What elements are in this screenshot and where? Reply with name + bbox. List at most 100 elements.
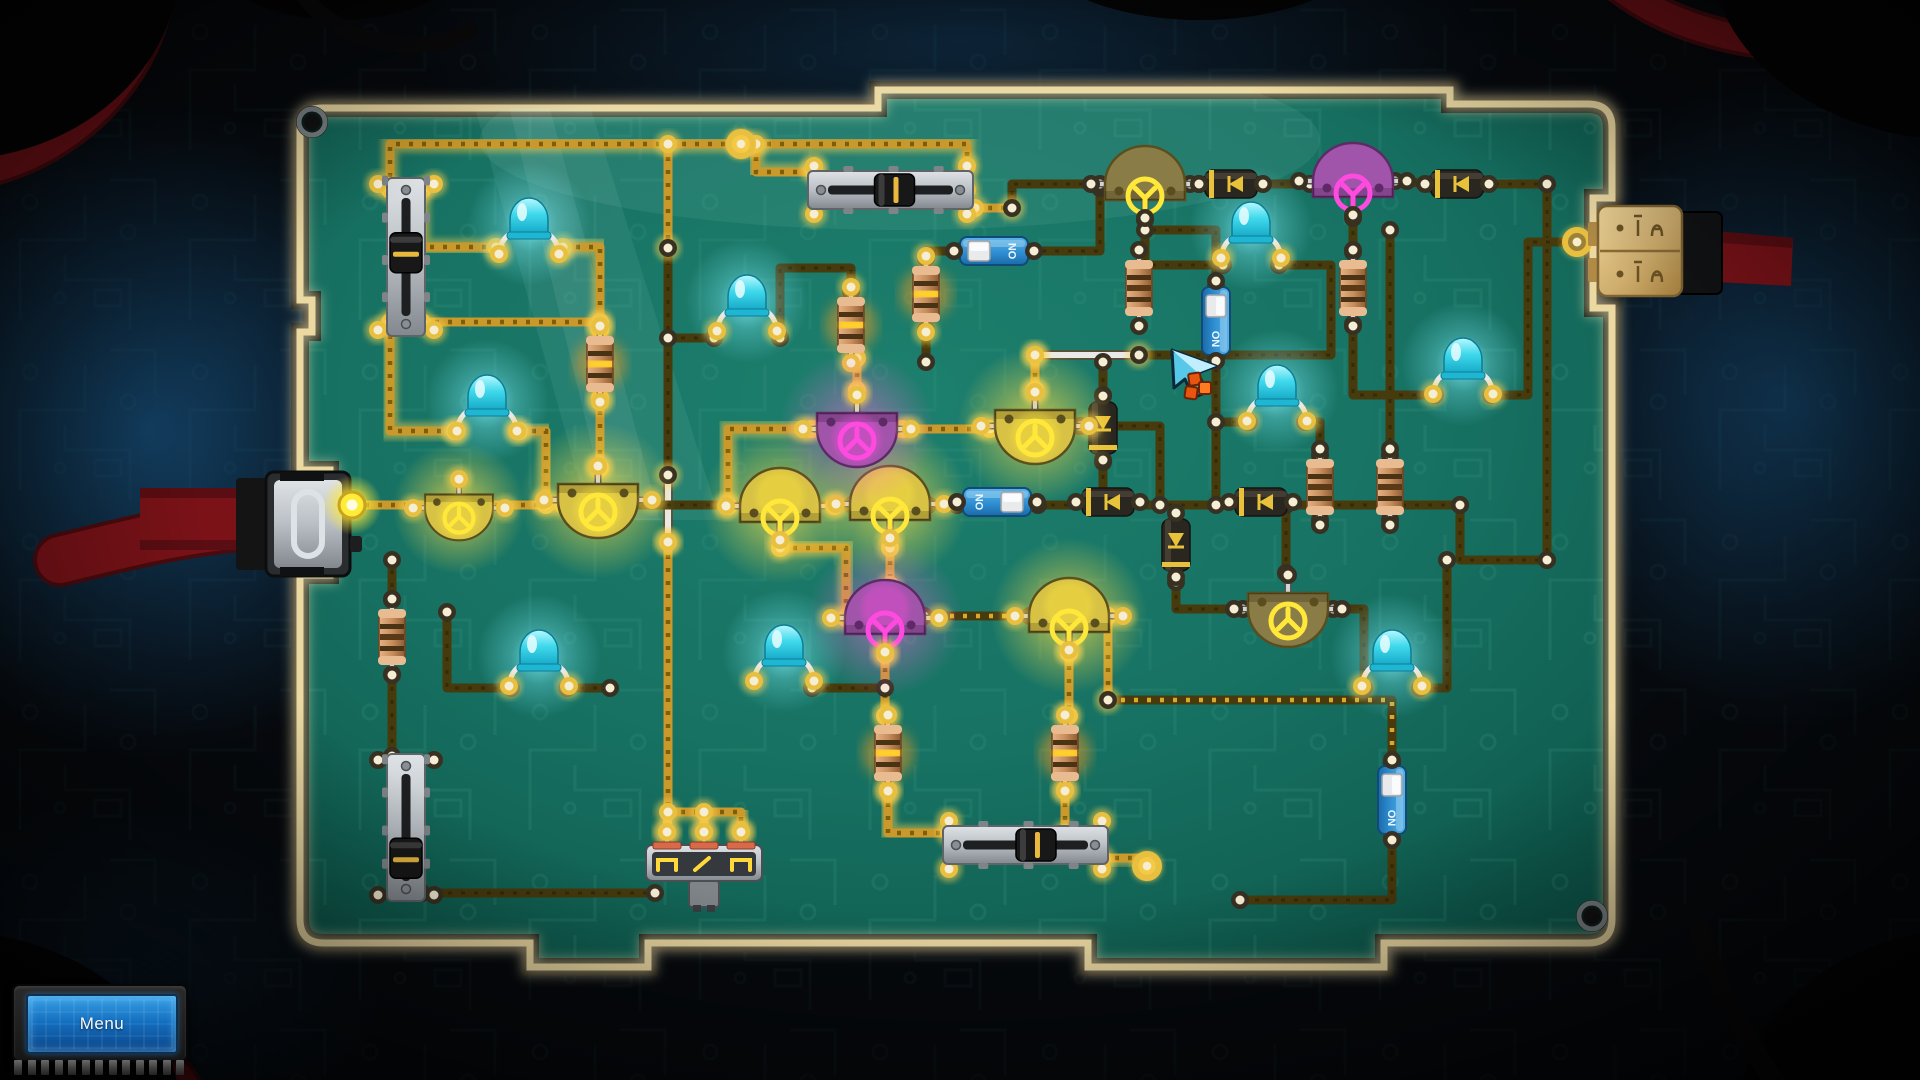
solder-pad bbox=[1268, 245, 1294, 271]
pod-yellow[interactable] bbox=[392, 441, 526, 575]
led[interactable] bbox=[467, 162, 591, 286]
solder-pad bbox=[1190, 175, 1208, 193]
solder-pad bbox=[1254, 175, 1272, 193]
solder-pad bbox=[1279, 566, 1297, 584]
solder-pad bbox=[1420, 381, 1446, 407]
solder-pad bbox=[1208, 245, 1234, 271]
solder-pad bbox=[1002, 603, 1028, 629]
ring-pad bbox=[1131, 850, 1163, 882]
solder-pad bbox=[1311, 516, 1329, 534]
solder-pad bbox=[1538, 175, 1556, 193]
solder-pad bbox=[1028, 493, 1046, 511]
chip-pin bbox=[68, 1060, 76, 1075]
solder-pad bbox=[425, 886, 443, 904]
solder-pad bbox=[1110, 603, 1136, 629]
solder-pad bbox=[1076, 413, 1102, 439]
led[interactable] bbox=[477, 594, 601, 718]
chip-pin bbox=[95, 1060, 103, 1075]
screw-hole bbox=[296, 106, 328, 138]
pod-magenta[interactable] bbox=[807, 540, 963, 696]
solder-pad bbox=[875, 778, 901, 804]
solder-pad bbox=[1025, 242, 1043, 260]
solder-pad bbox=[875, 702, 901, 728]
slide-switch[interactable]: ON bbox=[1377, 751, 1407, 849]
solder-pad bbox=[844, 382, 870, 408]
solder-pad bbox=[1344, 241, 1362, 259]
slider-knob[interactable] bbox=[873, 173, 916, 207]
pod-magenta[interactable] bbox=[779, 351, 935, 507]
solder-pad bbox=[383, 590, 401, 608]
solder-pad bbox=[587, 313, 613, 339]
slide-switch[interactable]: ON bbox=[948, 487, 1046, 517]
slider-knob[interactable] bbox=[389, 837, 423, 879]
solder-pad bbox=[1225, 600, 1243, 618]
game-cursor bbox=[1170, 348, 1218, 401]
led[interactable] bbox=[1215, 329, 1339, 453]
solder-pad bbox=[1383, 751, 1401, 769]
chip-pin bbox=[135, 1060, 144, 1075]
solder-pad bbox=[504, 418, 530, 444]
solder-pad bbox=[1234, 408, 1260, 434]
solder-pad bbox=[1381, 516, 1399, 534]
solder-pad bbox=[1151, 496, 1169, 514]
solder-pad bbox=[945, 242, 963, 260]
slider-knob[interactable] bbox=[1015, 828, 1057, 862]
pod-yellow[interactable] bbox=[991, 538, 1147, 694]
wire-powered bbox=[658, 533, 677, 841]
solder-pad bbox=[1207, 272, 1225, 290]
pod-yellow[interactable] bbox=[520, 422, 676, 578]
solder-pad bbox=[646, 884, 664, 902]
menu-button-label: Menu bbox=[79, 1014, 125, 1033]
solder-pad bbox=[818, 605, 844, 631]
solder-pad bbox=[383, 551, 401, 569]
solder-pad bbox=[496, 673, 522, 699]
solder-pad bbox=[1220, 493, 1238, 511]
solder-pad bbox=[1381, 221, 1399, 239]
solder-pad bbox=[764, 318, 790, 344]
pod-yellow[interactable] bbox=[957, 348, 1113, 504]
chip-pin bbox=[14, 1060, 22, 1075]
solder-pad bbox=[1167, 568, 1185, 586]
solder-pad bbox=[1416, 175, 1434, 193]
solder-pad bbox=[913, 319, 939, 345]
chip-pin bbox=[176, 1060, 184, 1075]
led[interactable] bbox=[1401, 302, 1525, 426]
solder-pad bbox=[728, 819, 754, 845]
slider-knob[interactable] bbox=[389, 231, 423, 274]
led[interactable] bbox=[685, 239, 809, 363]
solder-pad bbox=[1003, 199, 1021, 217]
menu-button[interactable]: Menu bbox=[12, 984, 188, 1062]
solder-pad bbox=[1099, 691, 1117, 709]
solder-pad bbox=[767, 527, 793, 553]
solder-pad bbox=[1398, 172, 1416, 190]
slide-switch[interactable]: ON bbox=[945, 236, 1043, 266]
solder-pad bbox=[1094, 353, 1112, 371]
solder-pad bbox=[838, 274, 864, 300]
switch-on-label: ON bbox=[974, 494, 986, 511]
solder-pad bbox=[704, 318, 730, 344]
solder-pad bbox=[446, 466, 472, 493]
ring-pad bbox=[725, 128, 757, 160]
solder-pad bbox=[1130, 346, 1148, 364]
solder-pad bbox=[1349, 673, 1375, 699]
solder-pad bbox=[546, 241, 572, 267]
solder-pad bbox=[655, 131, 681, 157]
solder-pad bbox=[1333, 600, 1351, 618]
solder-pad bbox=[587, 389, 613, 415]
menu-button-screen[interactable]: Menu bbox=[26, 994, 178, 1054]
solder-pad bbox=[1130, 317, 1148, 335]
solder-pad bbox=[1167, 504, 1185, 522]
chip-pin bbox=[41, 1060, 49, 1075]
solder-pad bbox=[601, 679, 619, 697]
chip-pin bbox=[81, 1060, 90, 1075]
solder-pad bbox=[790, 416, 816, 442]
solder-pad bbox=[1131, 493, 1149, 511]
solder-pad bbox=[444, 418, 470, 444]
solder-pad bbox=[713, 493, 739, 519]
solder-pad bbox=[556, 673, 582, 699]
slide-switch[interactable]: ON bbox=[1201, 272, 1231, 370]
switch-on-label: ON bbox=[1385, 810, 1397, 827]
solder-pad bbox=[1231, 891, 1249, 909]
